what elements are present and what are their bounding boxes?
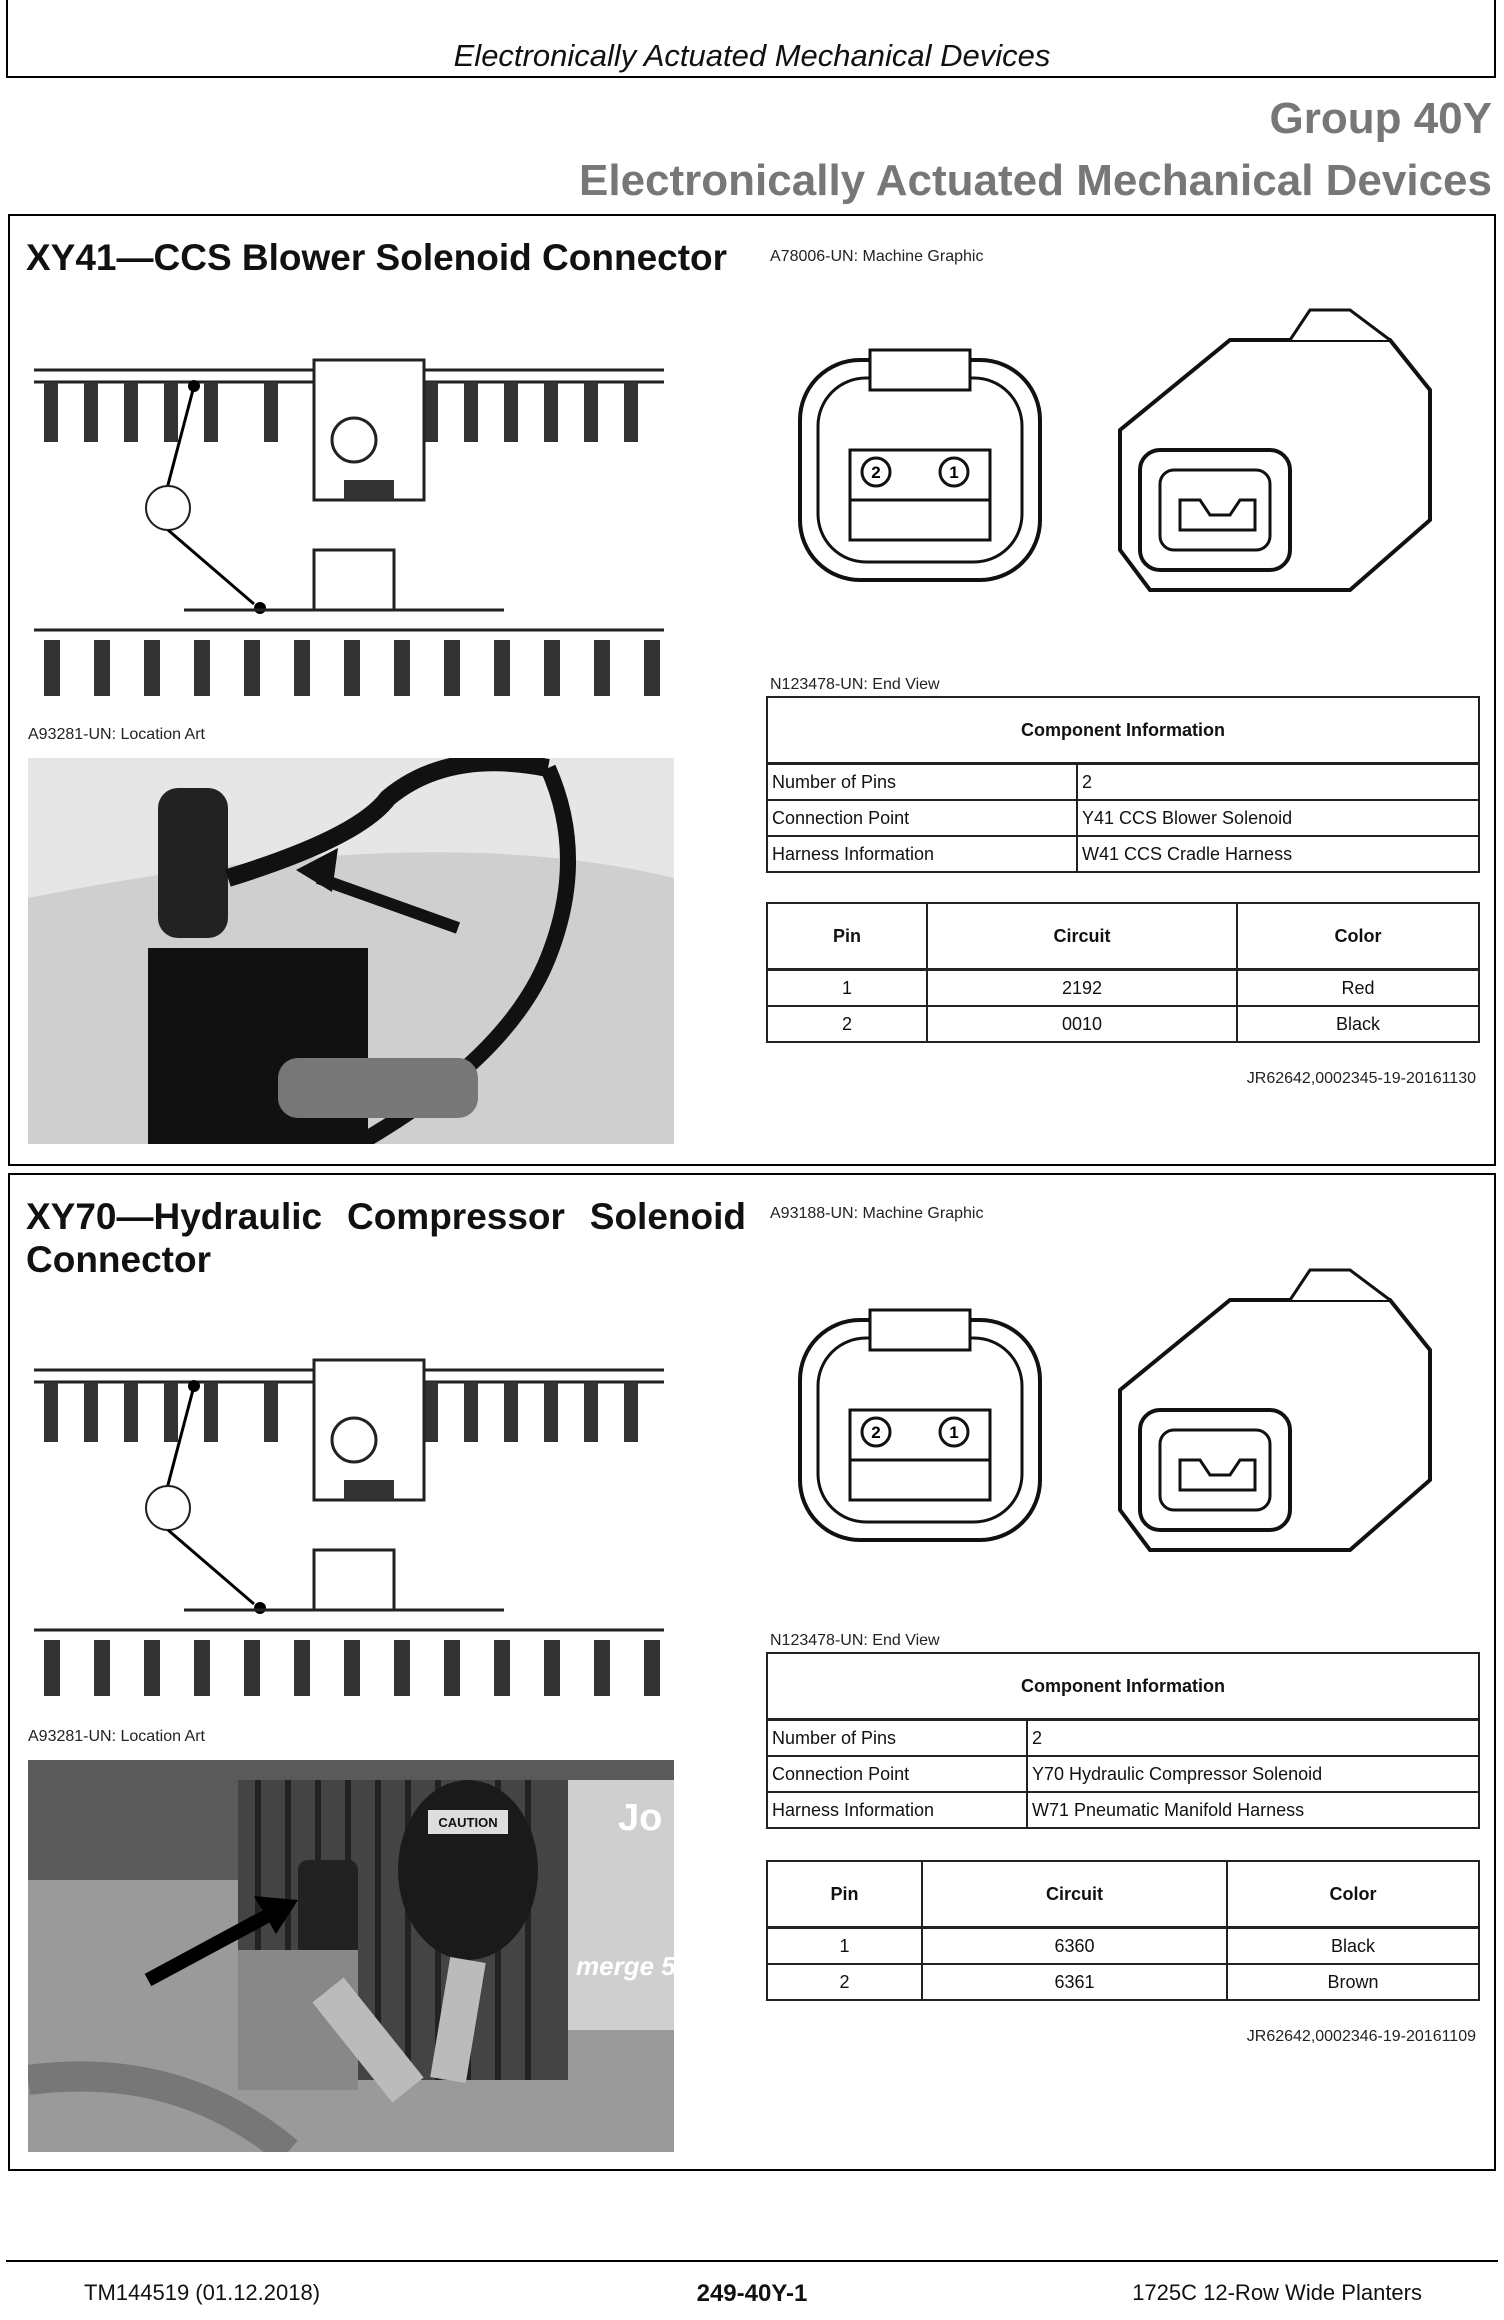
footer-product: 1725C 12-Row Wide Planters [1132,2280,1422,2305]
location-art-caption: A93281-UN: Location Art [28,726,205,743]
color-header: Color [1236,902,1480,971]
color-cell: Black [1226,1926,1480,1965]
section-title: XY41—CCS Blower Solenoid Connector [26,237,728,278]
color-header: Color [1226,1860,1480,1929]
pin-circuit-table: Pin Circuit Color 1 2192 Red 2 0010 Blac… [766,902,1480,1043]
info-label: Number of Pins [766,762,1078,801]
table-row: 2 0010 Black [766,1005,1480,1043]
reference-code: JR62642,0002346-19-20161109 [1246,2028,1476,2045]
info-label: Connection Point [766,1755,1028,1793]
circuit-cell: 0010 [926,1005,1238,1043]
pin-1-label: 1 [949,463,958,482]
circuit-header: Circuit [926,902,1238,971]
location-art-caption: A93281-UN: Location Art [28,1728,205,1745]
group-title: Electronically Actuated Mechanical Devic… [579,156,1492,205]
pin-cell: 2 [766,1963,923,2001]
table-row: Harness Information W41 CCS Cradle Harne… [766,835,1480,873]
info-value: Y41 CCS Blower Solenoid [1076,799,1480,837]
running-header-title: Electronically Actuated Mechanical Devic… [453,38,1051,73]
table-row: 2 6361 Brown [766,1963,1480,2001]
section-xy70 [8,1173,1496,2171]
component-info-table: Component Information Number of Pins 2 C… [766,696,1480,873]
end-view-caption: N123478-UN: End View [770,676,940,693]
planter-diagram [34,358,664,696]
table-row: Number of Pins 2 [766,1718,1480,1757]
component-info-header: Component Information [766,1652,1480,1721]
planter-diagram [34,1358,664,1696]
pin-circuit-table: Pin Circuit Color 1 6360 Black 2 6361 Br… [766,1860,1480,2001]
pin-cell: 1 [766,1926,923,1965]
connector-end-view: 2 1 [798,1268,1432,1552]
group-label: Group 40Y [1269,94,1493,143]
pin-2-label: 2 [871,463,880,482]
info-value: W41 CCS Cradle Harness [1076,835,1480,873]
info-label: Connection Point [766,799,1078,837]
circuit-header: Circuit [921,1860,1228,1929]
table-row: Connection Point Y41 CCS Blower Solenoid [766,799,1480,837]
info-value: W71 Pneumatic Manifold Harness [1026,1791,1480,1829]
pin-header: Pin [766,1860,923,1929]
photo-model-text: merge 5 [576,1951,674,1981]
info-label: Number of Pins [766,1718,1028,1757]
pin-2-label: 2 [871,1423,880,1442]
circuit-cell: 2192 [926,968,1238,1007]
table-row: 1 2192 Red [766,968,1480,1007]
table-row: Number of Pins 2 [766,762,1480,801]
machine-graphic-caption: A78006-UN: Machine Graphic [770,248,984,265]
info-label: Harness Information [766,1791,1028,1829]
circuit-cell: 6361 [921,1963,1228,2001]
section-xy41 [8,214,1496,1166]
info-value: 2 [1026,1718,1480,1757]
reference-code: JR62642,0002345-19-20161130 [1246,1070,1476,1087]
component-info-table: Component Information Number of Pins 2 C… [766,1652,1480,1829]
table-row: 1 6360 Black [766,1926,1480,1965]
pin-cell: 2 [766,1005,928,1043]
end-view-caption: N123478-UN: End View [770,1632,940,1649]
info-value: Y70 Hydraulic Compressor Solenoid [1026,1755,1480,1793]
footer-rule [6,2260,1498,2262]
location-photo [28,758,674,1144]
info-value: 2 [1076,762,1480,801]
photo-brand-text: Jo [618,1797,662,1839]
pin-cell: 1 [766,968,928,1007]
pin-1-label: 1 [949,1423,958,1442]
color-cell: Brown [1226,1963,1480,2001]
component-info-header: Component Information [766,696,1480,765]
connector-end-view: 2 1 [798,308,1432,592]
footer-page-number: 249-40Y-1 [696,2280,808,2307]
section-title: XY70—Hydraulic Compressor Solenoid [26,1196,746,1237]
header-box [6,0,1496,78]
section-title-line2: Connector [26,1239,211,1280]
caution-label: CAUTION [438,1815,497,1830]
location-photo: CAUTION Jo merge 5 [28,1760,674,2152]
pin-header: Pin [766,902,928,971]
footer-doc-id: TM144519 (01.12.2018) [84,2280,321,2305]
machine-graphic-caption: A93188-UN: Machine Graphic [770,1205,984,1222]
circuit-cell: 6360 [921,1926,1228,1965]
table-row: Connection Point Y70 Hydraulic Compresso… [766,1755,1480,1793]
table-row: Harness Information W71 Pneumatic Manifo… [766,1791,1480,1829]
color-cell: Red [1236,968,1480,1007]
color-cell: Black [1236,1005,1480,1043]
info-label: Harness Information [766,835,1078,873]
